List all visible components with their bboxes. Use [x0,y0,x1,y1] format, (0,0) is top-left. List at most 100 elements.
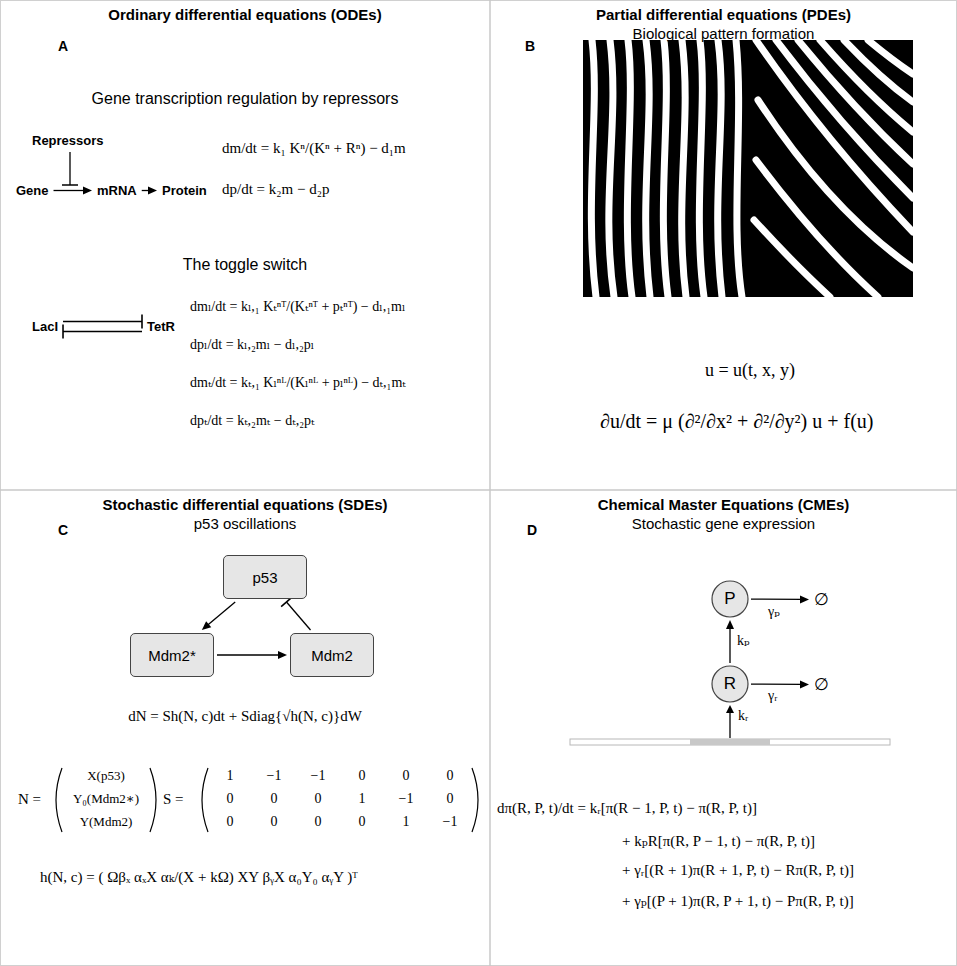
equation: u = u(t, x, y) [705,360,795,381]
arrow-head [726,705,734,713]
matrix-bracket [56,768,62,832]
matrix-name: N = [18,791,41,808]
species-label: Gene [14,182,51,199]
rate-label: kᵣ [738,708,748,724]
matrix-entry: 0 [447,791,454,807]
species-label: Repressors [30,132,106,149]
equation: dp/dt = k₂m − d₂p [222,181,329,198]
matrix-entry: −1 [311,768,326,784]
inhibition-bar [141,315,143,329]
arrow-head [278,651,287,659]
gene-segment [690,739,770,745]
matrix-entry: 0 [447,768,454,784]
edge-label: γᵣ [768,688,777,704]
zebra-stripe [754,220,830,297]
node-text: ∅ [814,590,829,609]
panel-subtitle: Stochastic gene expression [490,515,957,532]
equation: dpₜ/dt = kₜ,₂mₜ − dₜ,₂pₜ [190,412,314,429]
matrix-entry: 1 [403,814,410,830]
matrix-entry: 1 [359,791,366,807]
equation: dmₗ/dt = kₗ,₁ Kₜⁿᵀ/(Kₜⁿᵀ + pₜⁿᵀ) − dₗ,₁m… [190,298,405,315]
circle-shape [712,581,748,617]
connector-line [63,321,142,322]
connector-line [217,654,280,655]
zebra-stripes [591,40,913,297]
zebra-stripe [820,40,913,132]
panel-title: Partial differential equations (PDEs) [490,6,957,23]
zebra-pattern [583,40,913,297]
zebra-stripe [699,40,704,297]
section-subtitle: The toggle switch [183,256,308,274]
node-text: Mdm2 [311,647,353,664]
node-text: p53 [252,569,277,586]
zebra-stripe [736,40,742,297]
matrix-entry: −1 [443,814,458,830]
connector [751,595,809,603]
panel-letter: B [525,38,535,54]
edge-label: kₚ [737,632,750,649]
panel-title: Ordinary differential equations (ODEs) [0,6,490,23]
matrix-name: S = [163,791,184,808]
equation: dm/dt = k₁ Kⁿ/(Kⁿ + Rⁿ) − d₁m [222,140,406,157]
species-label: Protein [160,182,209,199]
arrow-head [148,187,157,195]
equation: + γₚ[(P + 1)π(R, P + 1, t) − Pπ(R, P, t)… [622,892,854,910]
protein-box: p53 [223,555,307,599]
zebra-stripe [776,40,913,198]
zebra-stripe [646,40,650,297]
connector-line [751,598,802,600]
zebra-stripe [758,100,913,268]
species-circle: P [711,580,749,618]
connector [726,620,734,663]
empty-set: ∅ [812,588,831,611]
arrow-head [83,187,92,195]
connector-line [729,627,730,663]
connector [63,315,142,329]
matrix-bracket [150,768,156,832]
matrix-entry: 0 [359,814,366,830]
panel-subtitle: p53 oscillations [0,515,490,532]
node-text: Mdm2* [148,647,196,664]
repression-line [69,152,70,185]
zebra-stripe [591,40,596,297]
matrix-entry: Y(Mdm2) [80,814,133,830]
matrix-entry: −1 [399,791,414,807]
equation: dmₜ/dt = kₜ,₁ Kₗⁿᴸ/(Kₗⁿᴸ + pₗⁿᴸ) − dₜ,₁m… [190,374,406,391]
arrow-head [726,620,734,629]
empty-set: ∅ [812,673,831,696]
node-text: Gene [16,183,49,198]
connector [63,325,142,339]
matrix-bracket [472,768,478,832]
node-text: Repressors [32,133,104,148]
circle-shape [712,666,748,702]
connector-line [207,602,235,626]
panel-letter: A [58,38,68,54]
matrix-entry: −1 [267,768,282,784]
sde-panel: Stochastic differential equations (SDEs)… [0,490,490,966]
connector [142,187,157,195]
matrix-entry: 0 [403,768,410,784]
inhibition-bar [62,325,64,339]
matrix-entry: X(p53) [87,768,125,784]
gene-bar [570,739,890,745]
equation: dπ(R, P, t)/dt = kᵣ[π(R − 1, P, t) − π(R… [497,800,757,817]
zebra-stripe [627,40,632,297]
connector [54,187,92,195]
zebra-stripe [844,40,913,102]
node-text: mRNA [97,183,137,198]
node-text: TetR [147,319,175,334]
zebra-stripe [682,40,686,297]
gene-label: LacI [30,318,60,335]
panel-divider [0,489,957,491]
matrix-entry: 0 [271,814,278,830]
gene-label: TetR [145,318,177,335]
matrix-entry: 0 [359,768,366,784]
panel-subtitle: Biological pattern formation [490,25,957,42]
matrix-entry: 0 [271,791,278,807]
connector [751,680,809,688]
protein-box: Mdm2 [290,633,374,677]
panel-letter: D [527,522,537,538]
